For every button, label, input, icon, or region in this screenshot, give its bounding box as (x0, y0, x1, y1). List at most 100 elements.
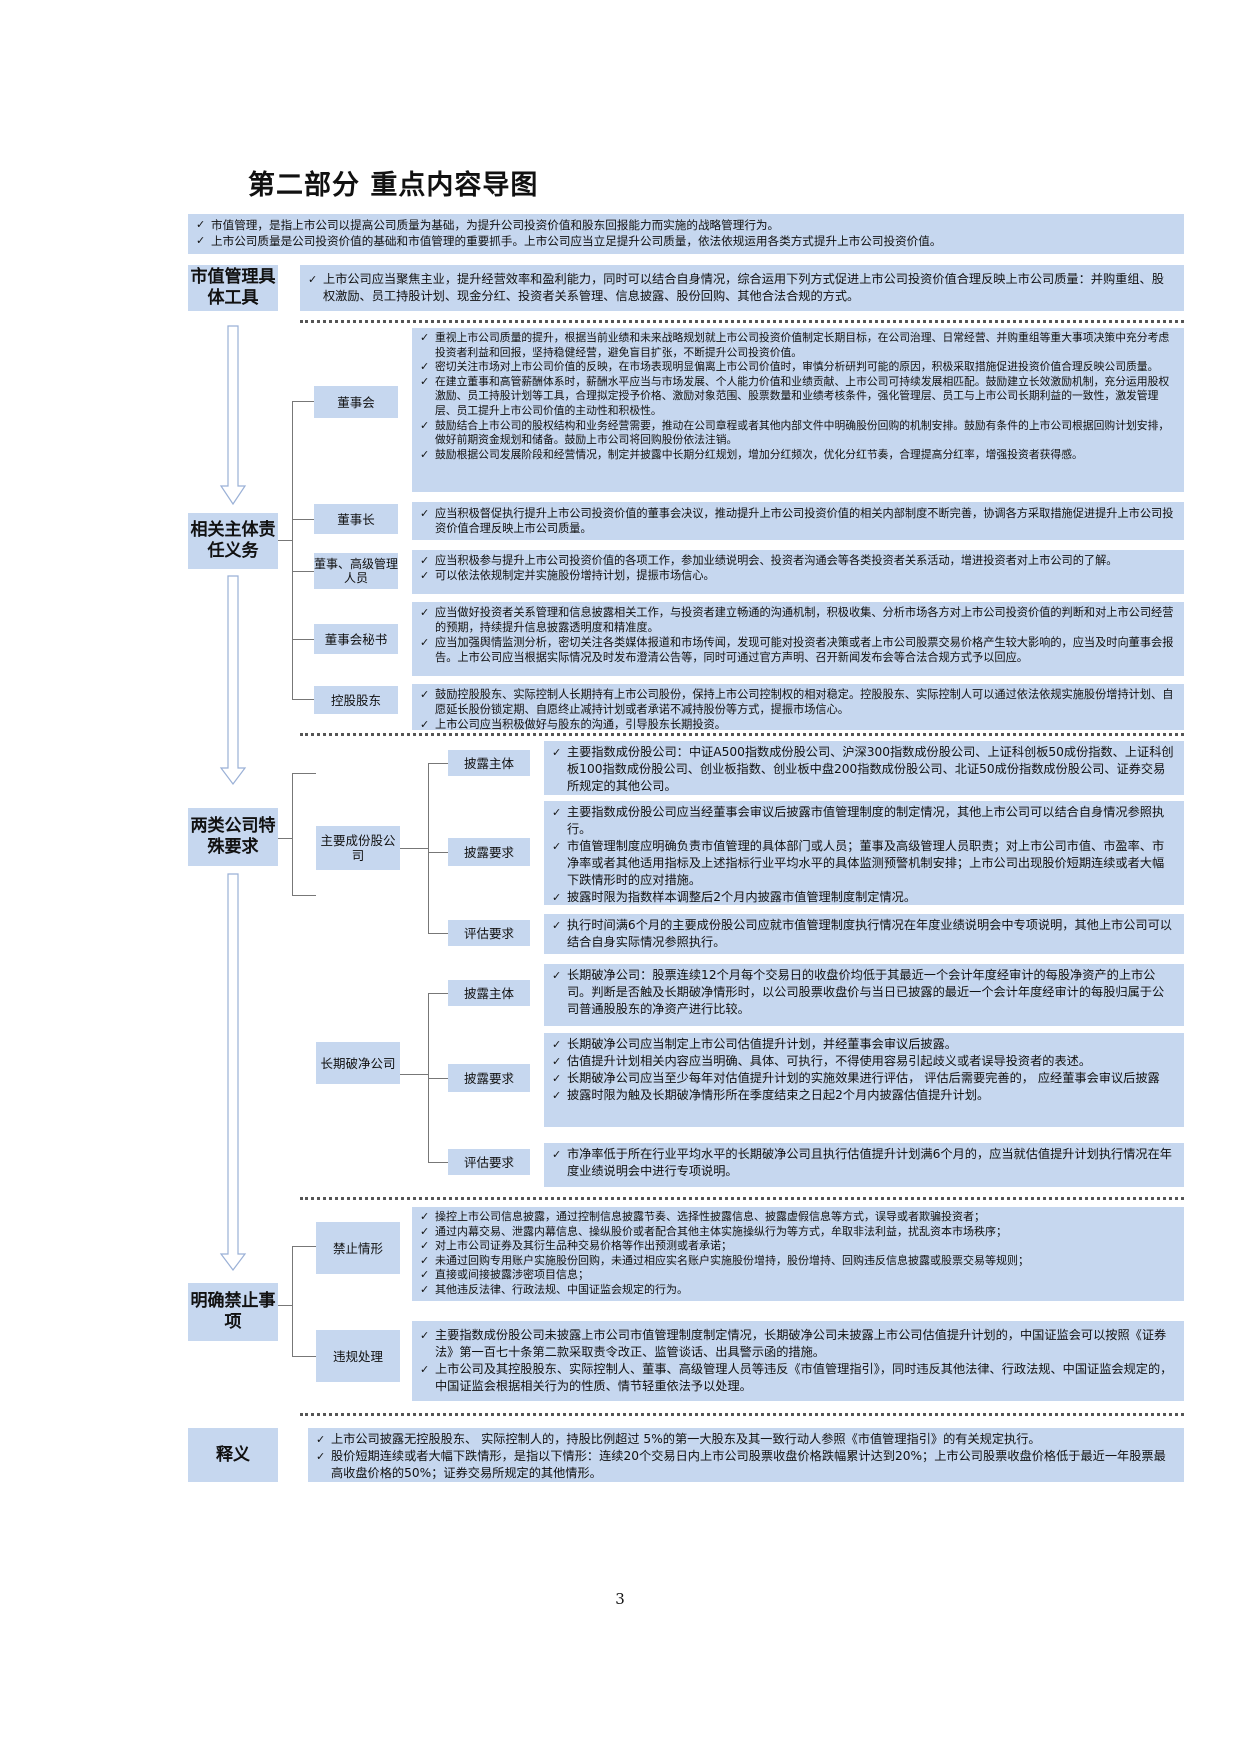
connector (428, 1078, 448, 1079)
list-item: 上市公司披露无控股股东、 实际控制人的，持股比例超过 5%的第一大股东及其一致行… (314, 1431, 1176, 1448)
checklist: 长期破净公司：股票连续12个月每个交易日的收盘价均低于其最近一个会计年度经审计的… (550, 967, 1176, 1018)
checklist: 主要指数成份股公司应当经董事会审议后披露市值管理制度的制定情况，其他上市公司可以… (550, 804, 1176, 906)
prohibited-label: 明确禁止事项 (188, 1283, 278, 1341)
board-label: 董事会 (314, 386, 398, 418)
list-item: 通过内幕交易、泄露内幕信息、操纵股价或者配合其他主体实施操纵行为等方式，牟取非法… (418, 1225, 1176, 1240)
list-item: 鼓励结合上市公司的股权结构和业务经营需要，推动在公司章程或者其他内部文件中明确股… (418, 419, 1176, 448)
tools-label: 市值管理具体工具 (188, 265, 278, 311)
arrow-down-icon (219, 325, 247, 506)
connector (428, 1162, 448, 1163)
connector (428, 763, 448, 764)
chairman-label: 董事长 (314, 504, 398, 534)
list-item: 可以依法依规制定并实施股份增持计划，提振市场信心。 (418, 568, 1176, 583)
checklist: 长期破净公司应当制定上市公司估值提升计划，并经董事会审议后披露。估值提升计划相关… (550, 1036, 1176, 1104)
divider (300, 320, 1184, 323)
secretary-box: 应当做好投资者关系管理和信息披露相关工作，与投资者建立畅通的沟通机制，积极收集、… (412, 602, 1184, 676)
list-item: 披露时限为指数样本调整后2个月内披露市值管理制度制定情况。 (550, 889, 1176, 906)
checklist: 应当做好投资者关系管理和信息披露相关工作，与投资者建立畅通的沟通机制，积极收集、… (418, 605, 1176, 665)
below-book-requirement-label: 披露要求 (448, 1064, 530, 1092)
connector (278, 1305, 292, 1306)
list-item: 上市公司应当聚焦主业，提升经营效率和盈利能力，同时可以结合自身情况，综合运用下列… (306, 271, 1176, 305)
tools-box: 上市公司应当聚焦主业，提升经营效率和盈利能力，同时可以结合自身情况，综合运用下列… (300, 265, 1184, 311)
connector (292, 895, 316, 896)
checklist: 应当积极督促执行提升上市公司投资价值的董事会决议，推动提升上市公司投资价值的相关… (418, 506, 1176, 536)
list-item: 上市公司及其控股股东、实际控制人、董事、高级管理人员等违反《市值管理指引》，同时… (418, 1361, 1176, 1395)
connector (292, 699, 314, 700)
list-item: 披露时限为触及长期破净情形所在季度结束之日起2个月内披露估值提升计划。 (550, 1087, 1176, 1104)
list-item: 其他违反法律、行政法规、中国证监会规定的行为。 (418, 1283, 1176, 1298)
directors-label: 董事、高级管理人员 (314, 553, 398, 589)
connector (292, 1356, 316, 1357)
index-requirement-box: 主要指数成份股公司应当经董事会审议后披露市值管理制度的制定情况，其他上市公司可以… (544, 801, 1184, 906)
list-item: 鼓励根据公司发展阶段和经营情况，制定并披露中长期分红规划，增加分红频次，优化分红… (418, 448, 1176, 463)
checklist: 应当积极参与提升上市公司投资价值的各项工作，参加业绩说明会、投资者沟通会等各类投… (418, 553, 1176, 583)
duties-label: 相关主体责任义务 (188, 513, 278, 569)
divider (300, 733, 1184, 736)
connector (292, 639, 314, 640)
list-item: 鼓励控股股东、实际控制人长期持有上市公司股份，保持上市公司控制权的相对稳定。控股… (418, 687, 1176, 717)
list-item: 在建立董事和高管薪酬体系时，薪酬水平应当与市场发展、个人能力价值和业绩贡献、上市… (418, 375, 1176, 419)
forbidden-box: 操控上市公司信息披露，通过控制信息披露节奏、选择性披露信息、披露虚假信息等方式，… (412, 1207, 1184, 1301)
below-book-requirement-box: 长期破净公司应当制定上市公司估值提升计划，并经董事会审议后披露。估值提升计划相关… (544, 1033, 1184, 1127)
connector (400, 1074, 428, 1075)
chairman-box: 应当积极督促执行提升上市公司投资价值的董事会决议，推动提升上市公司投资价值的相关… (412, 502, 1184, 540)
checklist: 主要指数成份股公司：中证A500指数成份股公司、沪深300指数成份股公司、上证科… (550, 744, 1176, 795)
checklist: 执行时间满6个月的主要成份股公司应就市值管理制度执行情况在年度业绩说明会中专项说… (550, 917, 1176, 951)
list-item: 应当加强舆情监测分析，密切关注各类媒体报道和市场传闻，发现可能对投资者决策或者上… (418, 635, 1176, 665)
arrow-down-icon (219, 575, 247, 785)
list-item: 密切关注市场对上市公司价值的反映，在市场表现明显偏离上市公司价值时，审慎分析研判… (418, 360, 1176, 375)
checklist: 主要指数成份股公司未披露上市公司市值管理制度制定情况，长期破净公司未披露上市公司… (418, 1327, 1176, 1395)
list-item: 主要指数成份股公司：中证A500指数成份股公司、沪深300指数成份股公司、上证科… (550, 744, 1176, 795)
index-subject-label: 披露主体 (448, 750, 530, 776)
connector (428, 993, 429, 1162)
shareholder-label: 控股股东 (314, 686, 398, 714)
list-item: 市净率低于所在行业平均水平的长期破净公司且执行估值提升计划满6个月的，应当就估值… (550, 1146, 1176, 1180)
violation-label: 违规处理 (316, 1330, 400, 1382)
list-item: 股价短期连续或者大幅下跌情形，是指以下情形：连续20个交易日内上市公司股票收盘价… (314, 1448, 1176, 1482)
connector (428, 933, 448, 934)
definitions-box: 上市公司披露无控股股东、 实际控制人的，持股比例超过 5%的第一大股东及其一致行… (308, 1428, 1184, 1482)
connector (292, 519, 314, 520)
index-evaluation-box: 执行时间满6个月的主要成份股公司应就市值管理制度执行情况在年度业绩说明会中专项说… (544, 914, 1184, 954)
list-item: 上市公司应当积极做好与股东的沟通，引导股东长期投资。 (418, 717, 1176, 732)
list-item: 应当做好投资者关系管理和信息披露相关工作，与投资者建立畅通的沟通机制，积极收集、… (418, 605, 1176, 635)
divider (300, 1197, 1184, 1200)
intro-box: 市值管理，是指上市公司以提高公司质量为基础，为提升公司投资价值和股东回报能力而实… (188, 214, 1184, 254)
checklist: 重视上市公司质量的提升，根据当前业绩和未来战略规划就上市公司投资价值制定长期目标… (418, 331, 1176, 462)
connector (292, 1246, 293, 1356)
connector (292, 401, 314, 402)
checklist: 市值管理，是指上市公司以提高公司质量为基础，为提升公司投资价值和股东回报能力而实… (194, 217, 1176, 249)
connector (278, 838, 292, 839)
list-item: 未通过回购专用账户实施股份回购，未通过相应实名账户实施股份增持，股份增持、回购违… (418, 1254, 1176, 1269)
checklist: 鼓励控股股东、实际控制人长期持有上市公司股份，保持上市公司控制权的相对稳定。控股… (418, 687, 1176, 732)
list-item: 对上市公司证券及其衍生品种交易价格等作出预测或者承诺； (418, 1239, 1176, 1254)
below-book-evaluation-box: 市净率低于所在行业平均水平的长期破净公司且执行估值提升计划满6个月的，应当就估值… (544, 1143, 1184, 1187)
directors-box: 应当积极参与提升上市公司投资价值的各项工作，参加业绩说明会、投资者沟通会等各类投… (412, 550, 1184, 594)
list-item: 重视上市公司质量的提升，根据当前业绩和未来战略规划就上市公司投资价值制定长期目标… (418, 331, 1176, 360)
list-item: 执行时间满6个月的主要成份股公司应就市值管理制度执行情况在年度业绩说明会中专项说… (550, 917, 1176, 951)
shareholder-box: 鼓励控股股东、实际控制人长期持有上市公司股份，保持上市公司控制权的相对稳定。控股… (412, 684, 1184, 732)
board-box: 重视上市公司质量的提升，根据当前业绩和未来战略规划就上市公司投资价值制定长期目标… (412, 328, 1184, 492)
connector (428, 763, 429, 933)
connector (278, 540, 292, 541)
list-item: 主要指数成份股公司未披露上市公司市值管理制度制定情况，长期破净公司未披露上市公司… (418, 1327, 1176, 1361)
connector (400, 848, 428, 849)
list-item: 长期破净公司：股票连续12个月每个交易日的收盘价均低于其最近一个会计年度经审计的… (550, 967, 1176, 1018)
checklist: 操控上市公司信息披露，通过控制信息披露节奏、选择性披露信息、披露虚假信息等方式，… (418, 1210, 1176, 1298)
list-item: 应当积极参与提升上市公司投资价值的各项工作，参加业绩说明会、投资者沟通会等各类投… (418, 553, 1176, 568)
definitions-label: 释义 (188, 1428, 278, 1482)
arrow-down-icon (219, 873, 247, 1271)
below-book-subject-box: 长期破净公司：股票连续12个月每个交易日的收盘价均低于其最近一个会计年度经审计的… (544, 964, 1184, 1026)
connector (292, 401, 293, 699)
index-subject-box: 主要指数成份股公司：中证A500指数成份股公司、沪深300指数成份股公司、上证科… (544, 741, 1184, 795)
list-item: 长期破净公司应当制定上市公司估值提升计划，并经董事会审议后披露。 (550, 1036, 1176, 1053)
below-book-evaluation-label: 评估要求 (448, 1149, 530, 1175)
below-book-label: 长期破净公司 (316, 1042, 400, 1084)
violation-box: 主要指数成份股公司未披露上市公司市值管理制度制定情况，长期破净公司未披露上市公司… (412, 1321, 1184, 1401)
connector (292, 1246, 316, 1247)
list-item: 主要指数成份股公司应当经董事会审议后披露市值管理制度的制定情况，其他上市公司可以… (550, 804, 1176, 838)
divider (300, 1413, 1184, 1416)
list-item: 应当积极督促执行提升上市公司投资价值的董事会决议，推动提升上市公司投资价值的相关… (418, 506, 1176, 536)
secretary-label: 董事会秘书 (314, 624, 398, 654)
special-label: 两类公司特殊要求 (188, 808, 278, 866)
